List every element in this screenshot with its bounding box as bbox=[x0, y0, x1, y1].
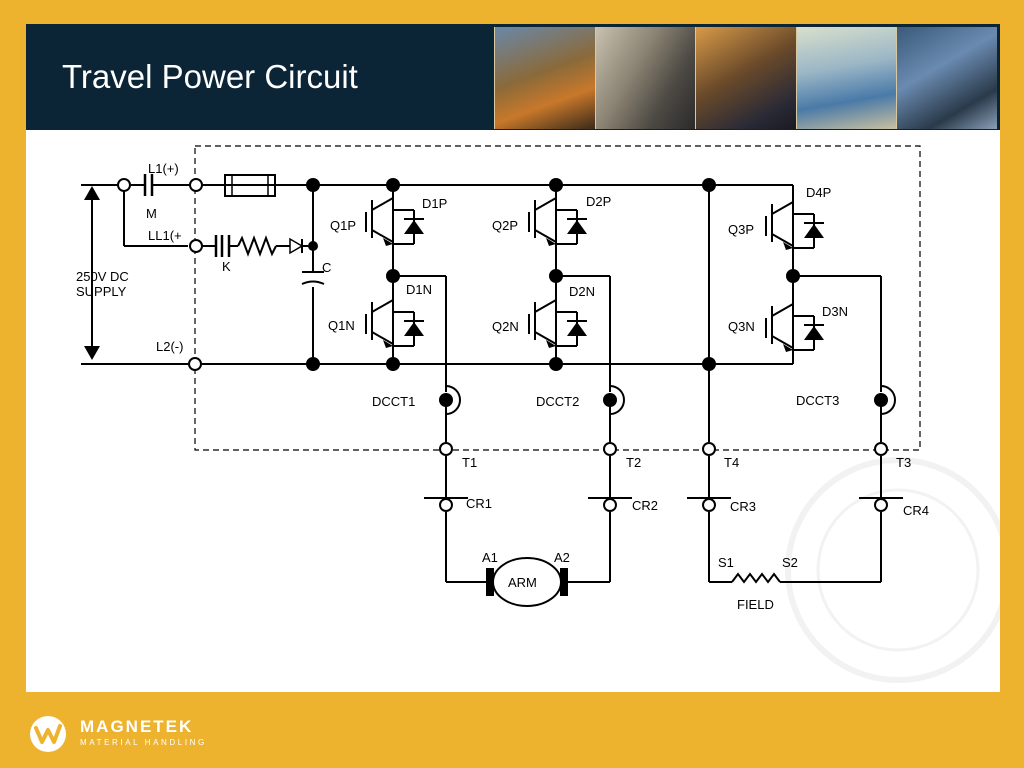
worker-helmet-photo bbox=[594, 27, 696, 129]
terminal-circles bbox=[117, 178, 888, 512]
brand-name: MAGNETEK bbox=[80, 717, 194, 736]
header-photo-strip bbox=[494, 27, 997, 129]
label-q3p: Q3P bbox=[728, 222, 754, 237]
label-s2: S2 bbox=[782, 555, 798, 570]
label-arm: ARM bbox=[508, 575, 537, 590]
travel-power-circuit-diagram: L1(+) M LL1(+ K C L2(-) 250V DC SUPPLY Q… bbox=[76, 145, 1000, 683]
label-l2: L2(-) bbox=[156, 339, 183, 354]
label-d2p: D2P bbox=[586, 194, 611, 209]
q1n-igbt-module bbox=[365, 299, 415, 347]
drive-enclosure-boundary bbox=[194, 145, 921, 451]
label-cr2: CR2 bbox=[632, 498, 658, 513]
control-room-photo bbox=[695, 27, 796, 129]
label-cr3: CR3 bbox=[730, 499, 756, 514]
q2p-igbt-module bbox=[528, 197, 578, 245]
q2n-igbt-module bbox=[528, 299, 578, 347]
armature-motor bbox=[486, 557, 568, 607]
label-cr1: CR1 bbox=[466, 496, 492, 511]
label-q2n: Q2N bbox=[492, 319, 519, 334]
watermark-seal bbox=[785, 457, 1000, 683]
label-d2n: D2N bbox=[569, 284, 595, 299]
label-t3: T3 bbox=[896, 455, 911, 470]
label-a1: A1 bbox=[482, 550, 498, 565]
motors-lab-photo bbox=[795, 27, 897, 129]
slide-title: Travel Power Circuit bbox=[62, 58, 358, 95]
label-field: FIELD bbox=[737, 597, 774, 612]
label-cr4: CR4 bbox=[903, 503, 929, 518]
label-k: K bbox=[222, 259, 231, 274]
q1p-igbt-module bbox=[365, 197, 415, 276]
label-c: C bbox=[322, 260, 331, 275]
label-d3n: D3N bbox=[822, 304, 848, 319]
crane-hook-photo bbox=[896, 27, 997, 129]
label-q3n: Q3N bbox=[728, 319, 755, 334]
label-d4p: D4P bbox=[806, 185, 831, 200]
label-d1n: D1N bbox=[406, 282, 432, 297]
label-t4: T4 bbox=[724, 455, 739, 470]
label-q2p: Q2P bbox=[492, 218, 518, 233]
label-dcct2: DCCT2 bbox=[536, 394, 579, 409]
label-m: M bbox=[146, 206, 157, 221]
label-q1p: Q1P bbox=[330, 218, 356, 233]
label-dcct3: DCCT3 bbox=[796, 393, 839, 408]
label-voltage: 250V DC bbox=[76, 269, 129, 284]
label-t1: T1 bbox=[462, 455, 477, 470]
label-ll1: LL1(+ bbox=[148, 228, 182, 243]
label-supply: SUPPLY bbox=[76, 284, 127, 299]
label-s1: S1 bbox=[718, 555, 734, 570]
dcct-sensors bbox=[445, 385, 896, 415]
q3p-igbt-module bbox=[765, 201, 815, 249]
label-t2: T2 bbox=[626, 455, 641, 470]
label-dcct1: DCCT1 bbox=[372, 394, 415, 409]
label-q1n: Q1N bbox=[328, 318, 355, 333]
label-l1: L1(+) bbox=[148, 161, 179, 176]
factory-hall-photo bbox=[494, 27, 595, 129]
label-d1p: D1P bbox=[422, 196, 447, 211]
q3n-igbt-module bbox=[765, 303, 815, 351]
magnetek-logo-icon bbox=[30, 716, 66, 752]
label-a2: A2 bbox=[554, 550, 570, 565]
junction-dots bbox=[306, 178, 888, 407]
brand-tagline: MATERIAL HANDLING bbox=[80, 738, 207, 747]
